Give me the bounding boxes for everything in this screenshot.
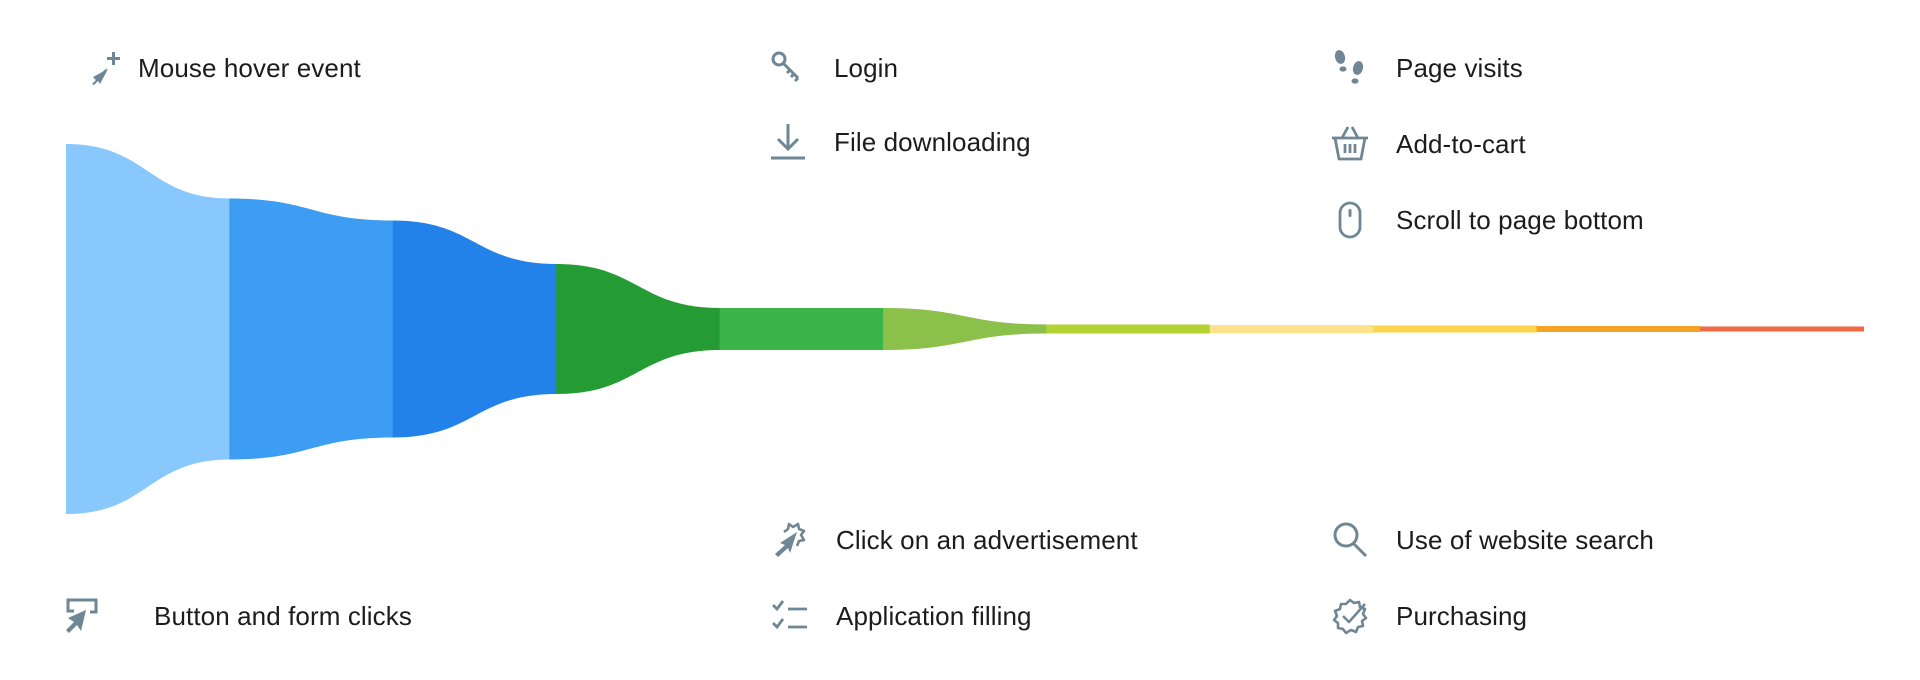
label-click-advertisement: Click on an advertisement (768, 520, 1138, 560)
funnel-stage-1 (66, 144, 230, 514)
label-page-visits: Page visits (1328, 48, 1523, 88)
checklist-icon (768, 596, 812, 636)
label-text: Mouse hover event (138, 52, 361, 83)
badge-check-icon (1328, 596, 1372, 636)
mouse-icon (1328, 200, 1372, 240)
label-login: Login (766, 48, 898, 88)
label-text: Add-to-cart (1396, 128, 1526, 159)
funnel-stage-5 (719, 308, 884, 350)
cursor-burst-icon (768, 520, 812, 560)
label-text: Use of website search (1396, 524, 1654, 555)
footsteps-icon (1328, 48, 1372, 88)
funnel-stage-3 (392, 220, 557, 438)
funnel-stage-4 (556, 264, 721, 394)
funnel-stage-8 (1209, 325, 1374, 333)
label-website-search: Use of website search (1328, 520, 1654, 560)
search-icon (1328, 520, 1372, 560)
label-mouse-hover: Mouse hover event (84, 48, 361, 88)
cursor-box-icon (58, 596, 102, 636)
funnel-stage-2 (229, 198, 394, 460)
label-text: File downloading (834, 126, 1031, 157)
funnel-stage-11 (1700, 326, 1864, 332)
funnel-stages (66, 144, 1864, 514)
label-text: Login (834, 52, 899, 83)
label-text: Page visits (1396, 52, 1523, 83)
funnel-stage-7 (1046, 324, 1211, 334)
basket-icon (1328, 124, 1372, 164)
label-text: Click on an advertisement (836, 524, 1138, 555)
label-button-form-clicks: Button and form clicks (58, 596, 412, 636)
key-icon (766, 48, 810, 88)
label-add-to-cart: Add-to-cart (1328, 124, 1526, 164)
label-text: Purchasing (1396, 600, 1528, 631)
label-purchasing: Purchasing (1328, 596, 1527, 636)
funnel-stage-9 (1373, 325, 1538, 333)
label-text: Application filling (836, 600, 1032, 631)
label-text: Scroll to page bottom (1396, 204, 1644, 235)
funnel-stage-6 (883, 308, 1047, 350)
label-scroll-bottom: Scroll to page bottom (1328, 200, 1644, 240)
label-text: Button and form clicks (154, 600, 412, 631)
cursor-plus-icon (84, 48, 128, 88)
download-icon (766, 122, 810, 162)
label-application-filling: Application filling (768, 596, 1032, 636)
label-file-downloading: File downloading (766, 122, 1031, 162)
funnel-stage-10 (1536, 326, 1701, 332)
